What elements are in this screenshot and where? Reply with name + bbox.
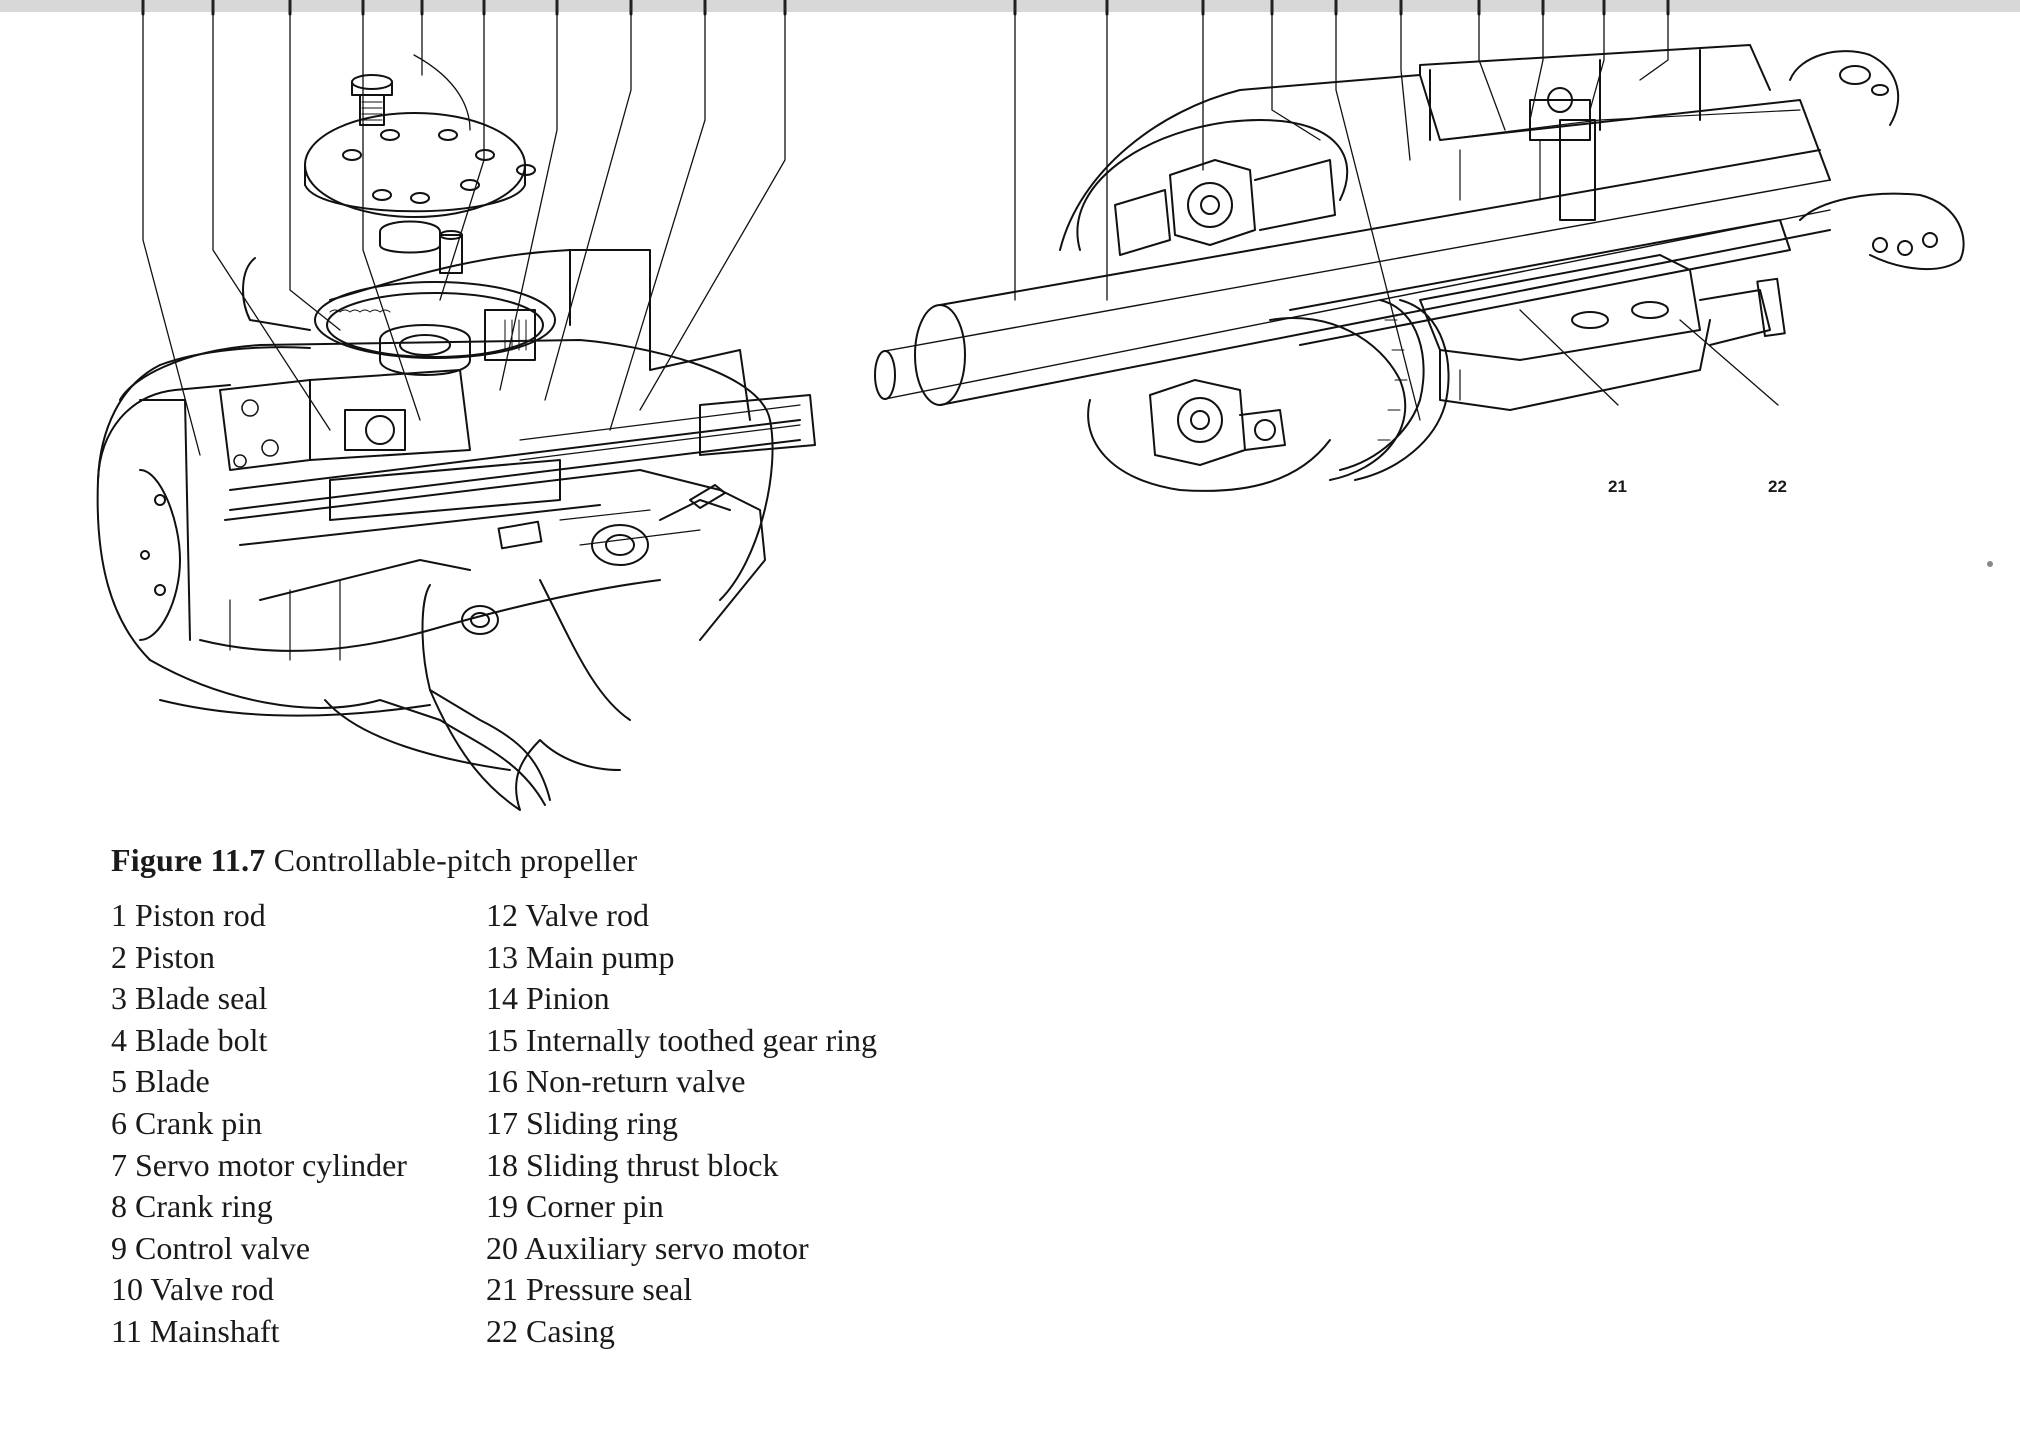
shaft-assembly-drawing: [874, 11, 1965, 492]
legend-item: 8 Crank ring: [111, 1188, 273, 1225]
legend-item: 17 Sliding ring: [486, 1104, 679, 1141]
figure-caption: Figure 11.7 Controllable-pitch propeller: [111, 842, 637, 879]
legend-column-right: 12 Valve rod 13 Main pump 14 Pinion 15 I…: [486, 895, 877, 1353]
legend-item: 19 Corner pin: [486, 1188, 664, 1225]
legend-item: 22 Casing: [486, 1312, 615, 1349]
figure-number: Figure 11.7: [111, 842, 266, 878]
legend-item: 7 Servo motor cylinder: [111, 1146, 407, 1183]
legend-item: 18 Sliding thrust block: [486, 1146, 779, 1183]
legend-item: 20 Auxiliary servo motor: [486, 1229, 809, 1266]
legend-item: 13 Main pump: [486, 938, 675, 975]
legend-item: 10 Valve rod: [111, 1271, 274, 1308]
legend-item: 4 Blade bolt: [111, 1021, 268, 1058]
callout-21: 21: [1608, 477, 1627, 496]
legend-item: 16 Non-return valve: [486, 1063, 746, 1100]
legend-item: 12 Valve rod: [486, 897, 649, 933]
legend-item: 11 Mainshaft: [111, 1312, 280, 1349]
propeller-hub-drawing: [96, 11, 816, 811]
figure-title: Controllable-pitch propeller: [273, 842, 638, 878]
legend-item: 14 Pinion: [486, 980, 610, 1017]
legend-item: 2 Piston: [111, 938, 216, 975]
legend-item: 6 Crank pin: [111, 1104, 263, 1141]
speck-mark: [1987, 561, 1993, 567]
legend-item: 1 Piston rod: [111, 897, 266, 933]
legend-item: 9 Control valve: [111, 1229, 311, 1266]
legend-item: 15 Internally toothed gear ring: [486, 1021, 877, 1058]
legend-column-left: 1 Piston rod 2 Piston 3 Blade seal 4 Bla…: [111, 895, 407, 1353]
top-edge-band: [0, 0, 2020, 16]
callout-22: 22: [1768, 477, 1787, 496]
legend-item: 3 Blade seal: [111, 980, 268, 1017]
legend-item: 21 Pressure seal: [486, 1271, 693, 1308]
legend-item: 5 Blade: [111, 1063, 210, 1100]
